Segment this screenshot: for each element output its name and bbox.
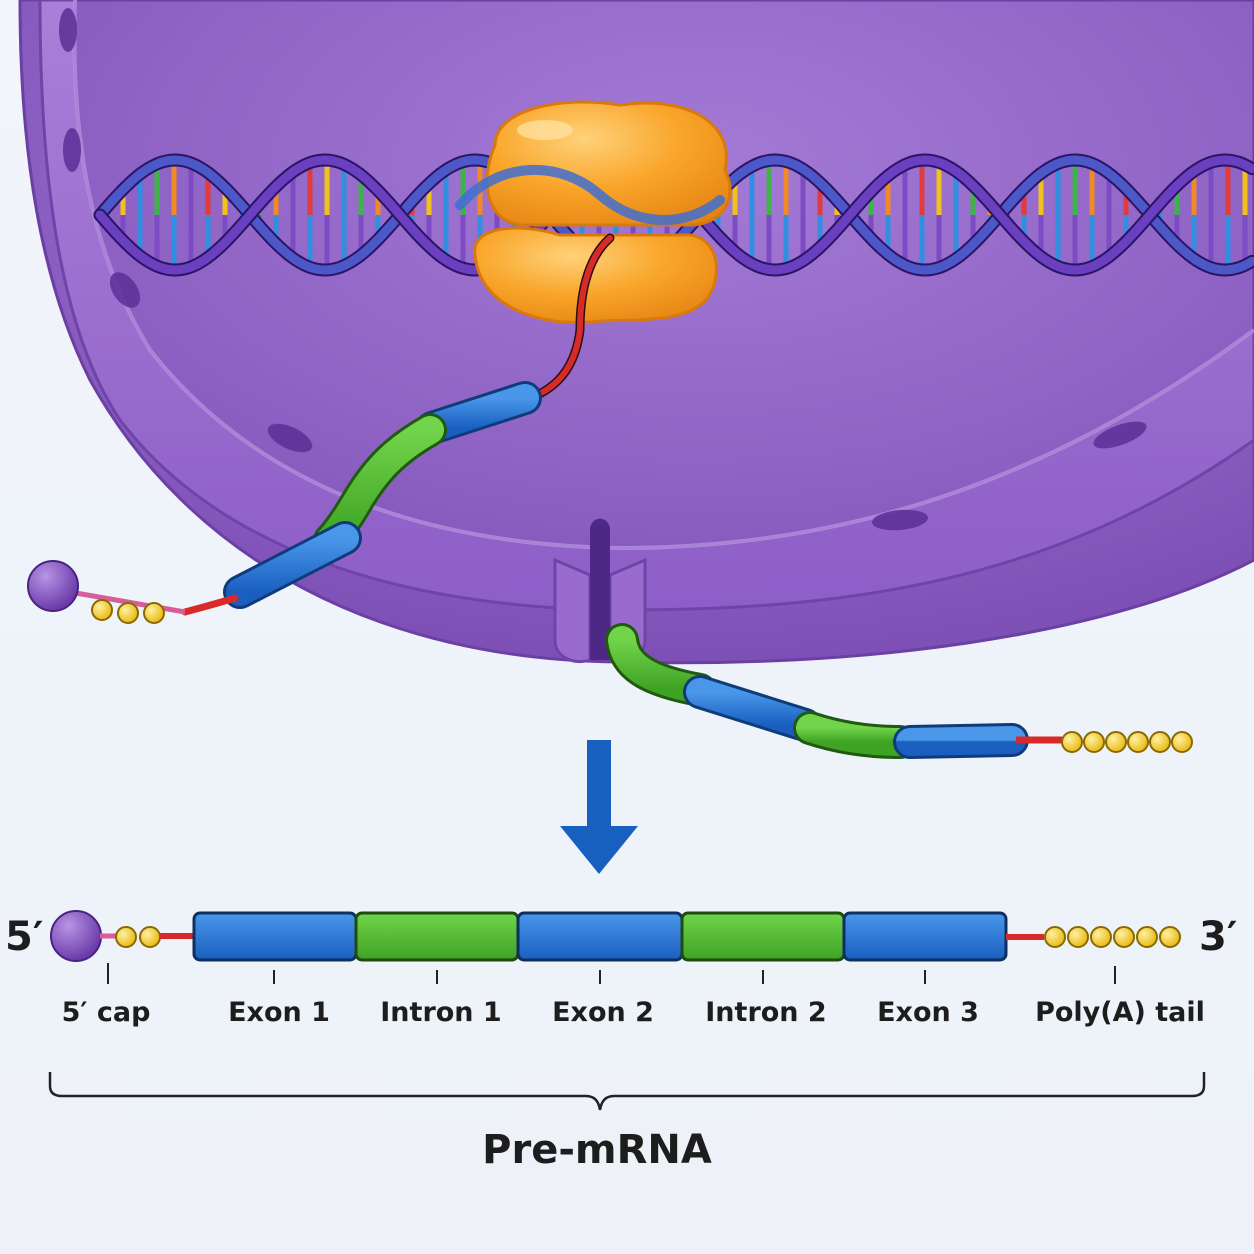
down-arrow-icon [560, 740, 638, 874]
intron-1-label: Intron 1 [380, 997, 501, 1028]
polya-tail-label: Poly(A) tail [1035, 997, 1205, 1028]
exon-2-label: Exon 2 [552, 997, 654, 1028]
upper-polya-beads [1061, 731, 1193, 753]
exon-1-segment [192, 911, 358, 962]
upper-cap-sphere-icon [27, 560, 79, 612]
intron-2-label: Intron 2 [705, 997, 826, 1028]
exon-1-label: Exon 1 [228, 997, 330, 1028]
pre-mrna-linear: 5′ 3′ 5′ cap Exon 1 Int [5, 910, 1237, 1173]
label-ticks [107, 963, 1116, 984]
cap-sphere-icon [50, 910, 102, 962]
pre-mrna-title: Pre-mRNA [482, 1127, 712, 1173]
exon-3-label: Exon 3 [877, 997, 979, 1028]
pre-mrna-brace [48, 1072, 1206, 1111]
intron-2-segment [680, 911, 846, 962]
upper-cap-beads [91, 599, 165, 624]
three-prime-label: 3′ [1199, 914, 1237, 960]
nucleus [18, 0, 1254, 665]
exon-3-segment [842, 911, 1008, 962]
polya-tail-beads [1044, 926, 1181, 948]
intron-1-segment [354, 911, 520, 962]
envelope-pores [59, 8, 1147, 531]
exon-2-segment [516, 911, 684, 962]
five-prime-label: 5′ [5, 914, 43, 960]
rna-polymerase [473, 100, 732, 325]
nascent-rna [27, 233, 615, 624]
cap-label: 5′ cap [62, 997, 151, 1028]
exported-rna [605, 623, 1193, 759]
